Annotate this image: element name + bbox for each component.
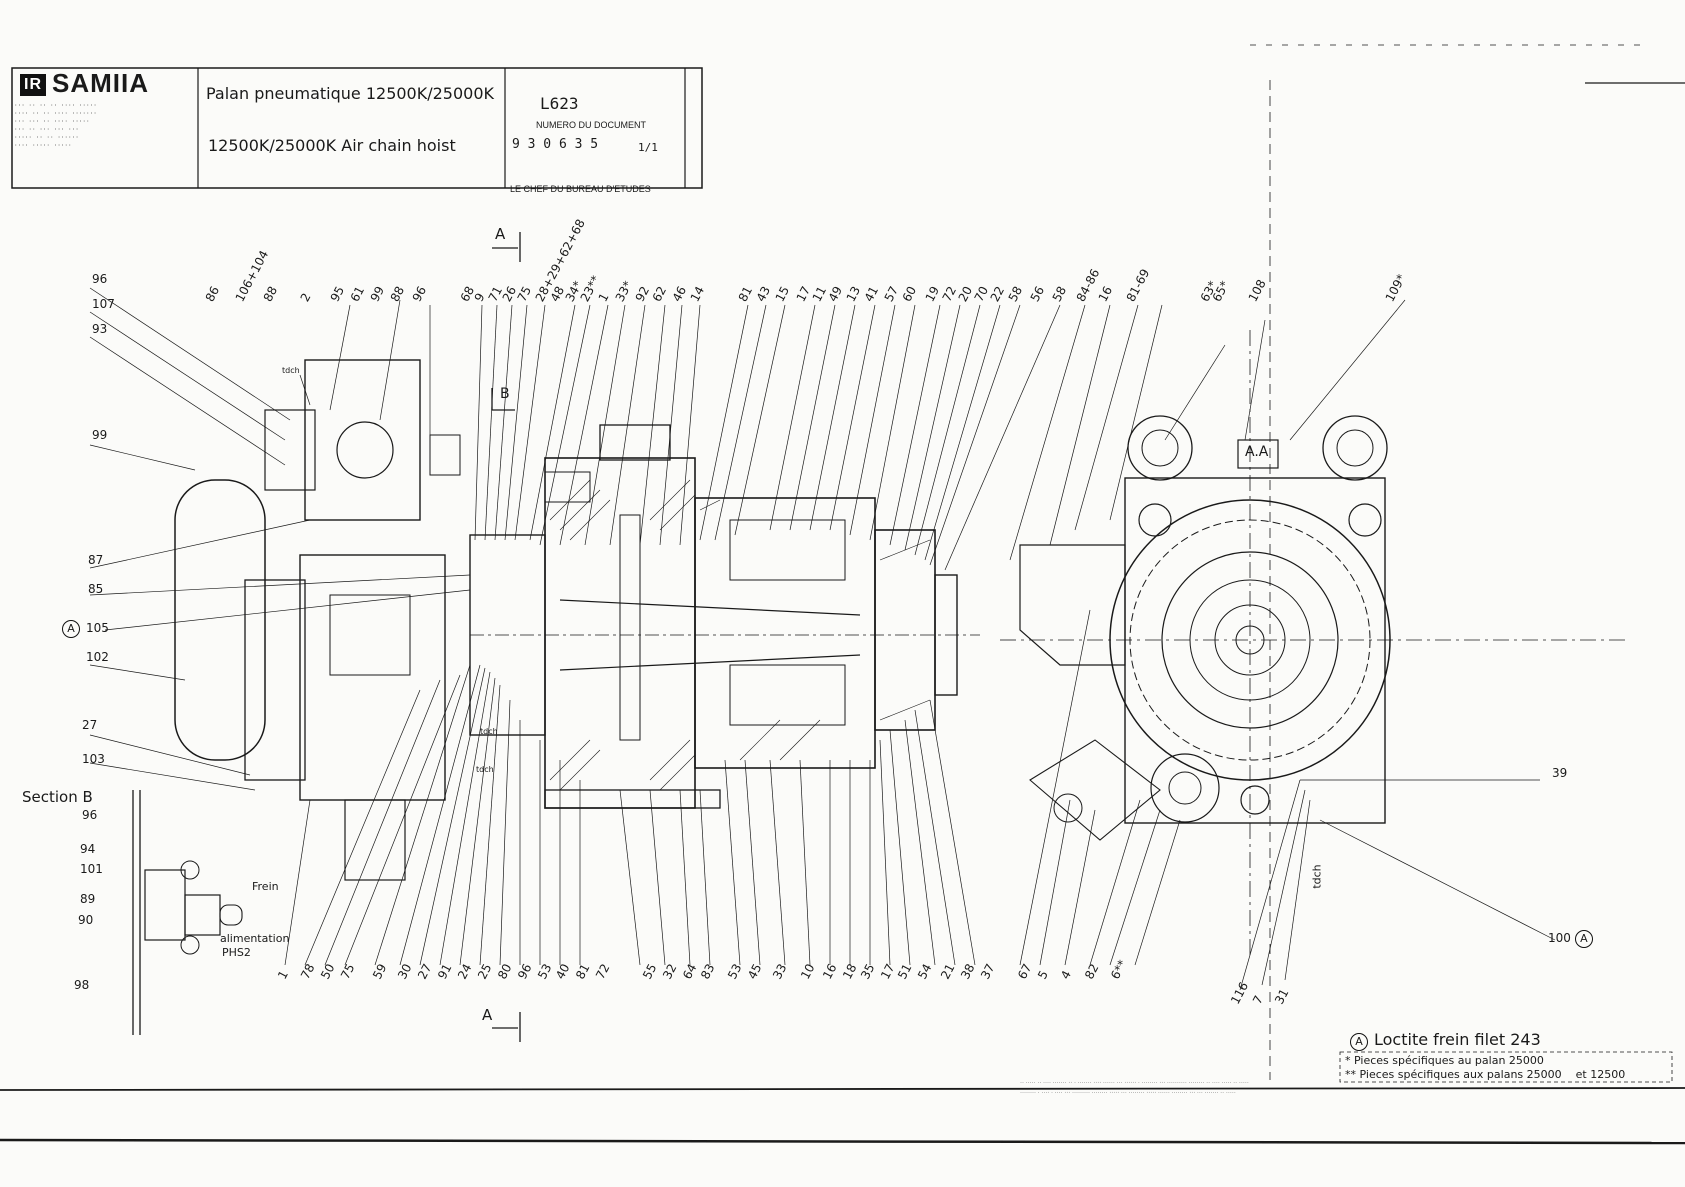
section-a-bottom: A xyxy=(482,1006,493,1024)
tdch-label: tdch xyxy=(476,765,494,774)
part-label: 89 xyxy=(80,892,96,906)
main-section-view xyxy=(469,424,980,809)
chef-label: LE CHEF DU BUREAU D'ETUDES xyxy=(510,184,651,194)
sheet-number: 1/1 xyxy=(638,141,658,154)
part-label: 96 xyxy=(82,808,98,822)
document-number: 9 3 0 6 3 5 xyxy=(512,137,599,152)
lower-border-line xyxy=(0,1138,1685,1145)
fine-print: ········ · ···· · ···· ··· ········· ···… xyxy=(1020,1090,1236,1096)
loctite-marker-icon: A xyxy=(1350,1033,1368,1051)
part-label: 96 xyxy=(92,272,108,286)
title-block-frame xyxy=(11,67,703,189)
part-label: 103 xyxy=(82,752,105,766)
section-b-marker: B xyxy=(500,386,510,402)
frein-label: Frein xyxy=(252,880,279,893)
brand-name: SAMIIA xyxy=(52,68,149,98)
section-markers xyxy=(491,232,521,1042)
ir-logo-icon: IR xyxy=(20,74,46,97)
title-en: 12500K/25000K Air chain hoist xyxy=(208,136,456,155)
alimentation-label: alimentation xyxy=(220,932,290,945)
loctite-marker-icon: A xyxy=(1574,930,1593,948)
title-fr: Palan pneumatique 12500K/25000K xyxy=(206,84,494,103)
part-label: 98 xyxy=(74,978,90,992)
part-label: 93 xyxy=(92,322,108,336)
part-label: 87 xyxy=(88,553,104,567)
nomenclature-number: L623 xyxy=(540,94,579,113)
legend-frame xyxy=(1339,1051,1673,1083)
section-b-title: Section B xyxy=(22,788,93,806)
loctite-marker-icon: A xyxy=(62,620,80,638)
part-label: 27 xyxy=(82,718,98,732)
phs2-label: PHS2 xyxy=(222,946,251,959)
right-end-view xyxy=(1000,330,1630,960)
tdch-label: tdch xyxy=(480,727,498,736)
part-label: 101 xyxy=(80,862,103,876)
part-label: 39 xyxy=(1552,766,1568,780)
brand-logo: IR SAMIIA xyxy=(20,68,149,99)
hatching xyxy=(549,479,931,791)
fine-print: ·· ····· ·· ···· ······· ·· · ······· ··… xyxy=(1020,1080,1249,1086)
double-star-note: ** Pieces spécifiques aux palans 25000 e… xyxy=(1345,1068,1626,1081)
leader-lines xyxy=(89,287,1556,991)
part-label: 107 xyxy=(92,297,115,311)
left-valve-block xyxy=(174,359,461,881)
tdch-label: tdch xyxy=(1310,864,1324,889)
view-aa-label: A.A xyxy=(1245,444,1269,460)
part-label: 90 xyxy=(78,913,94,927)
tdch-label: tdch xyxy=(282,366,300,375)
part-label: 94 xyxy=(80,842,96,856)
document-label: NUMERO DU DOCUMENT xyxy=(536,120,646,130)
single-star-note: * Pieces spécifiques au palan 25000 xyxy=(1345,1054,1544,1067)
bottom-border-line xyxy=(0,1087,1685,1091)
section-b-view xyxy=(132,790,243,1035)
section-a-top: A xyxy=(495,225,506,243)
part-label: 102 xyxy=(86,650,109,664)
part-label: 99 xyxy=(92,428,108,442)
address-block: ··· ·· ·· ·· ···· ········· ·· ·· ···· ·… xyxy=(14,102,97,149)
part-label: 85 xyxy=(88,582,104,596)
